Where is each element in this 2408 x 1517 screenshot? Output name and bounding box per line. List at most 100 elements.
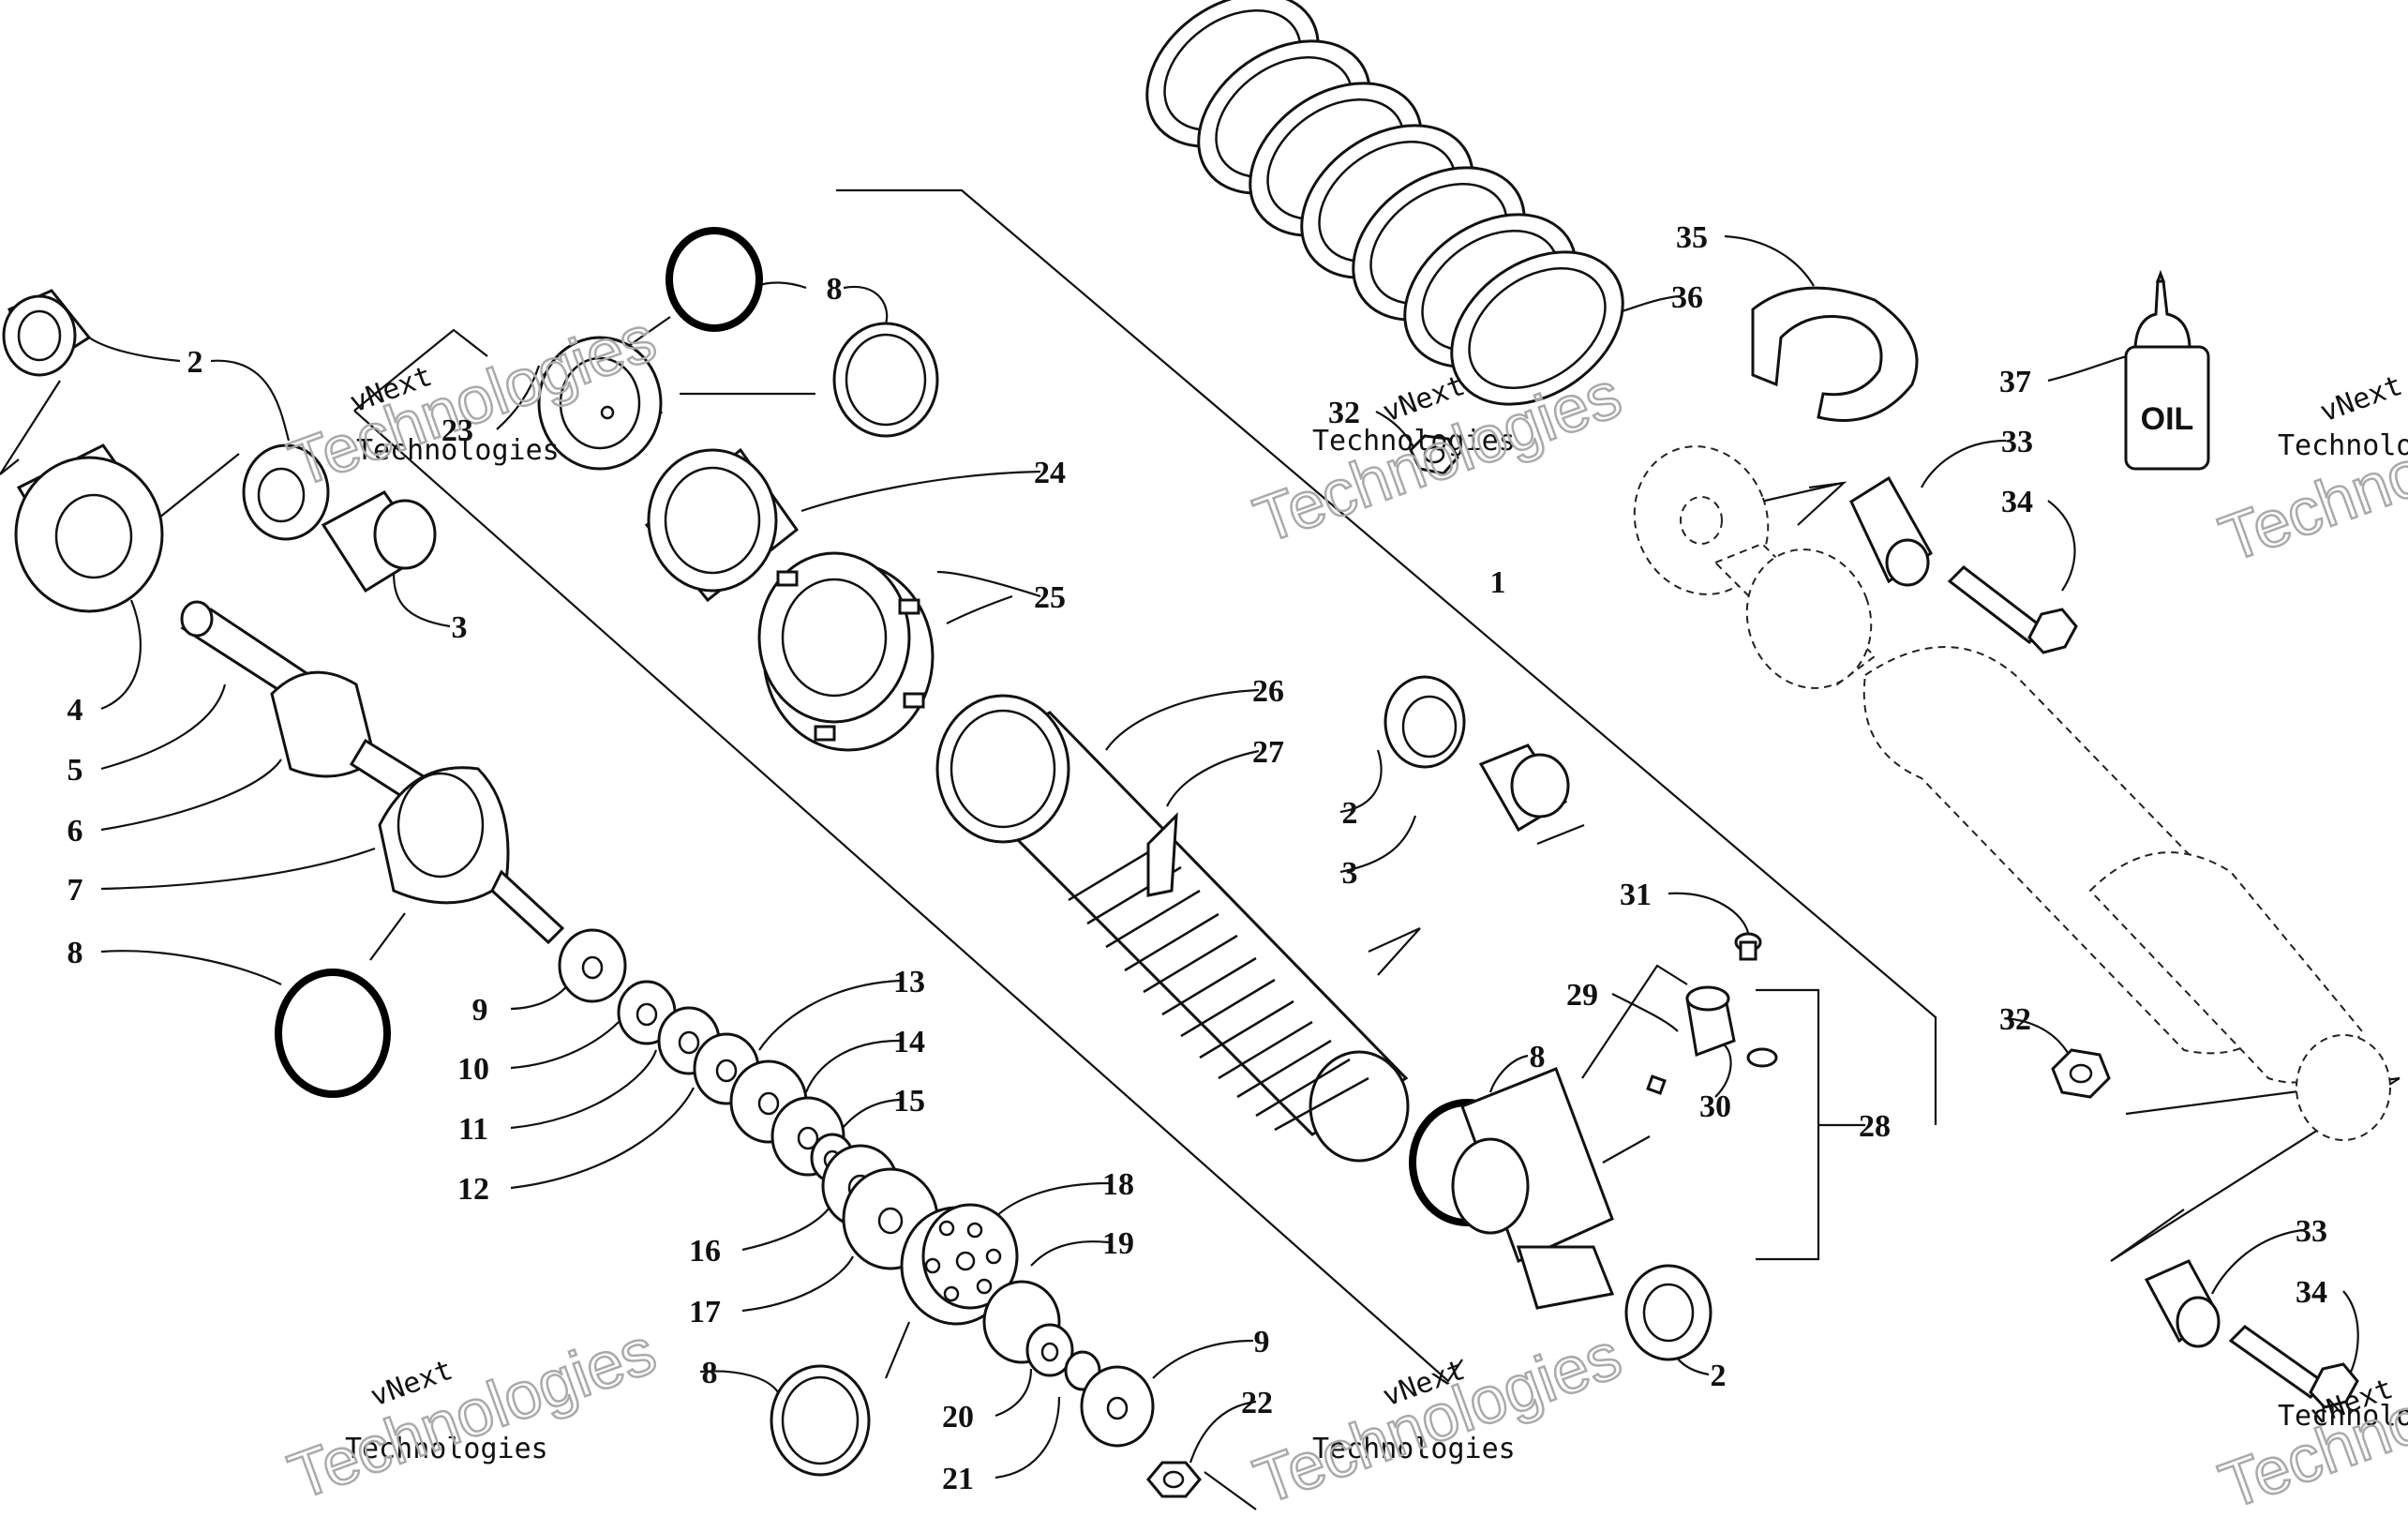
watermark-line2: Technologies (345, 1433, 548, 1465)
o-ring-part-30 (1746, 1047, 1778, 1068)
sleeve-part-24 (644, 447, 800, 603)
watermark-bottom-left: vNext Technologies Technologies (278, 1313, 666, 1515)
callout-36: 36 (1671, 280, 1703, 315)
callout-5: 5 (67, 753, 83, 788)
sleeve-part-33-bottom (2144, 1259, 2221, 1348)
reservoir-piston-part-23 (537, 336, 664, 471)
watermark-big: Technologies (1245, 1318, 1630, 1517)
left-parts (2, 289, 565, 1098)
watermark-line1: vNext (2316, 369, 2407, 429)
sleeve-part-3 (321, 490, 437, 593)
nut-part-22 (1146, 1461, 1202, 1498)
callout-37: 37 (1999, 365, 2031, 399)
callout-8: 8 (1530, 1040, 1546, 1074)
watermark-line2: Technologies (2278, 429, 2408, 462)
nut-part-32-top (1409, 434, 1459, 475)
callout-33: 33 (2296, 1214, 2327, 1249)
callout-24: 24 (1034, 456, 1066, 490)
callout-numbers: 1222334567888899101112131415161718192021… (67, 220, 2328, 1496)
callout-33: 33 (2001, 425, 2033, 459)
watermark-top-right: vNext Technologies Technologies (2209, 369, 2408, 578)
callout-29: 29 (1566, 978, 1598, 1013)
callout-2: 2 (1711, 1359, 1727, 1393)
bushing-part-2-mid (242, 443, 330, 541)
coil-spring-part-36 (1145, 0, 1624, 406)
shock-body-part-26 (935, 694, 1410, 1163)
callout-25: 25 (1034, 580, 1066, 615)
callout-1: 1 (1490, 565, 1506, 600)
callout-12: 12 (457, 1172, 489, 1207)
callout-20: 20 (942, 1400, 974, 1434)
callout-14: 14 (893, 1025, 925, 1059)
callout-15: 15 (893, 1084, 925, 1119)
valve-part-29 (1646, 985, 1736, 1095)
callout-18: 18 (1102, 1167, 1134, 1202)
reservoir-parts (537, 227, 1778, 1361)
reservoir-cap-part-28 (1451, 1067, 1615, 1310)
callout-10: 10 (457, 1052, 489, 1087)
washer-part-9-top (558, 928, 627, 1003)
bolt-part-34-top (1947, 565, 2078, 654)
callout-28: 28 (1859, 1109, 1891, 1144)
valve-stack-parts (558, 928, 1202, 1498)
spacer-part-4 (14, 443, 164, 613)
callout-34: 34 (2296, 1275, 2327, 1310)
callout-32: 32 (1328, 396, 1360, 430)
callout-22: 22 (1241, 1386, 1273, 1420)
o-ring-part-8-left (275, 969, 391, 1098)
callout-3: 3 (452, 610, 468, 645)
assembled-shock-phantom (1633, 445, 2391, 1141)
bushing-part-2-left (2, 289, 92, 377)
band-part-8-top (832, 322, 939, 438)
callout-7: 7 (67, 873, 83, 908)
adjuster-ring-part-25 (757, 551, 935, 752)
spring-assembly-parts (1145, 0, 2391, 1409)
callout-8: 8 (827, 272, 843, 307)
callout-27: 27 (1252, 735, 1284, 770)
callout-17: 17 (689, 1295, 721, 1329)
oil-bottle-part-37 (2124, 269, 2210, 471)
assembly-bracket-lines (0, 188, 2401, 1510)
callout-34: 34 (2001, 485, 2033, 519)
shim-part-20 (1025, 1323, 1074, 1377)
bushing-part-2-bottom (1624, 1264, 1713, 1361)
seal-head-part-7 (378, 766, 565, 945)
callout-32: 32 (1999, 1002, 2031, 1037)
callout-3: 3 (1342, 856, 1358, 891)
piston-part-18 (900, 1203, 1019, 1326)
callout-26: 26 (1252, 674, 1284, 709)
callout-8: 8 (702, 1356, 718, 1390)
watermark-line2: Technologies (356, 434, 560, 467)
oil-bottle-label: OIL (2141, 401, 2194, 437)
callout-11: 11 (458, 1112, 488, 1147)
callout-23: 23 (441, 413, 473, 448)
watermark-top-mid: vNext Technologies Technologies (1244, 356, 1631, 559)
nut-part-32-right (2051, 1048, 2111, 1099)
sleeve-part-33-top (1849, 475, 1933, 587)
callout-9: 9 (1254, 1325, 1270, 1359)
callout-4: 4 (67, 693, 83, 728)
callout-6: 6 (67, 814, 83, 849)
callout-9: 9 (472, 993, 488, 1028)
watermark-big: Technologies (279, 1314, 665, 1513)
watermark-big: Technologies (2210, 1323, 2408, 1517)
window-part-27 (1146, 812, 1178, 897)
watermark-line2: Technologies (2278, 1400, 2408, 1433)
sleeve-part-3-right (1478, 743, 1570, 833)
callout-21: 21 (942, 1462, 974, 1496)
callout-2: 2 (187, 345, 203, 380)
watermark-line2: Technologies (1312, 1433, 1516, 1465)
bushing-part-2-right (1383, 675, 1466, 769)
band-part-8-bottom (770, 1364, 871, 1477)
callout-13: 13 (893, 965, 925, 999)
washer-part-9-bottom (1080, 1365, 1155, 1448)
bolt-part-34-bottom (2228, 1325, 2359, 1409)
watermark-bottom-right: vNext Technologies Technologies (2209, 1322, 2408, 1517)
leader-lines (88, 234, 2359, 1479)
callout-30: 30 (1699, 1089, 1731, 1124)
callout-16: 16 (689, 1234, 721, 1269)
screw-part-31 (1734, 932, 1762, 961)
watermark-bottom-mid: vNext Technologies Technologies (1244, 1317, 1631, 1517)
callout-19: 19 (1102, 1226, 1134, 1261)
